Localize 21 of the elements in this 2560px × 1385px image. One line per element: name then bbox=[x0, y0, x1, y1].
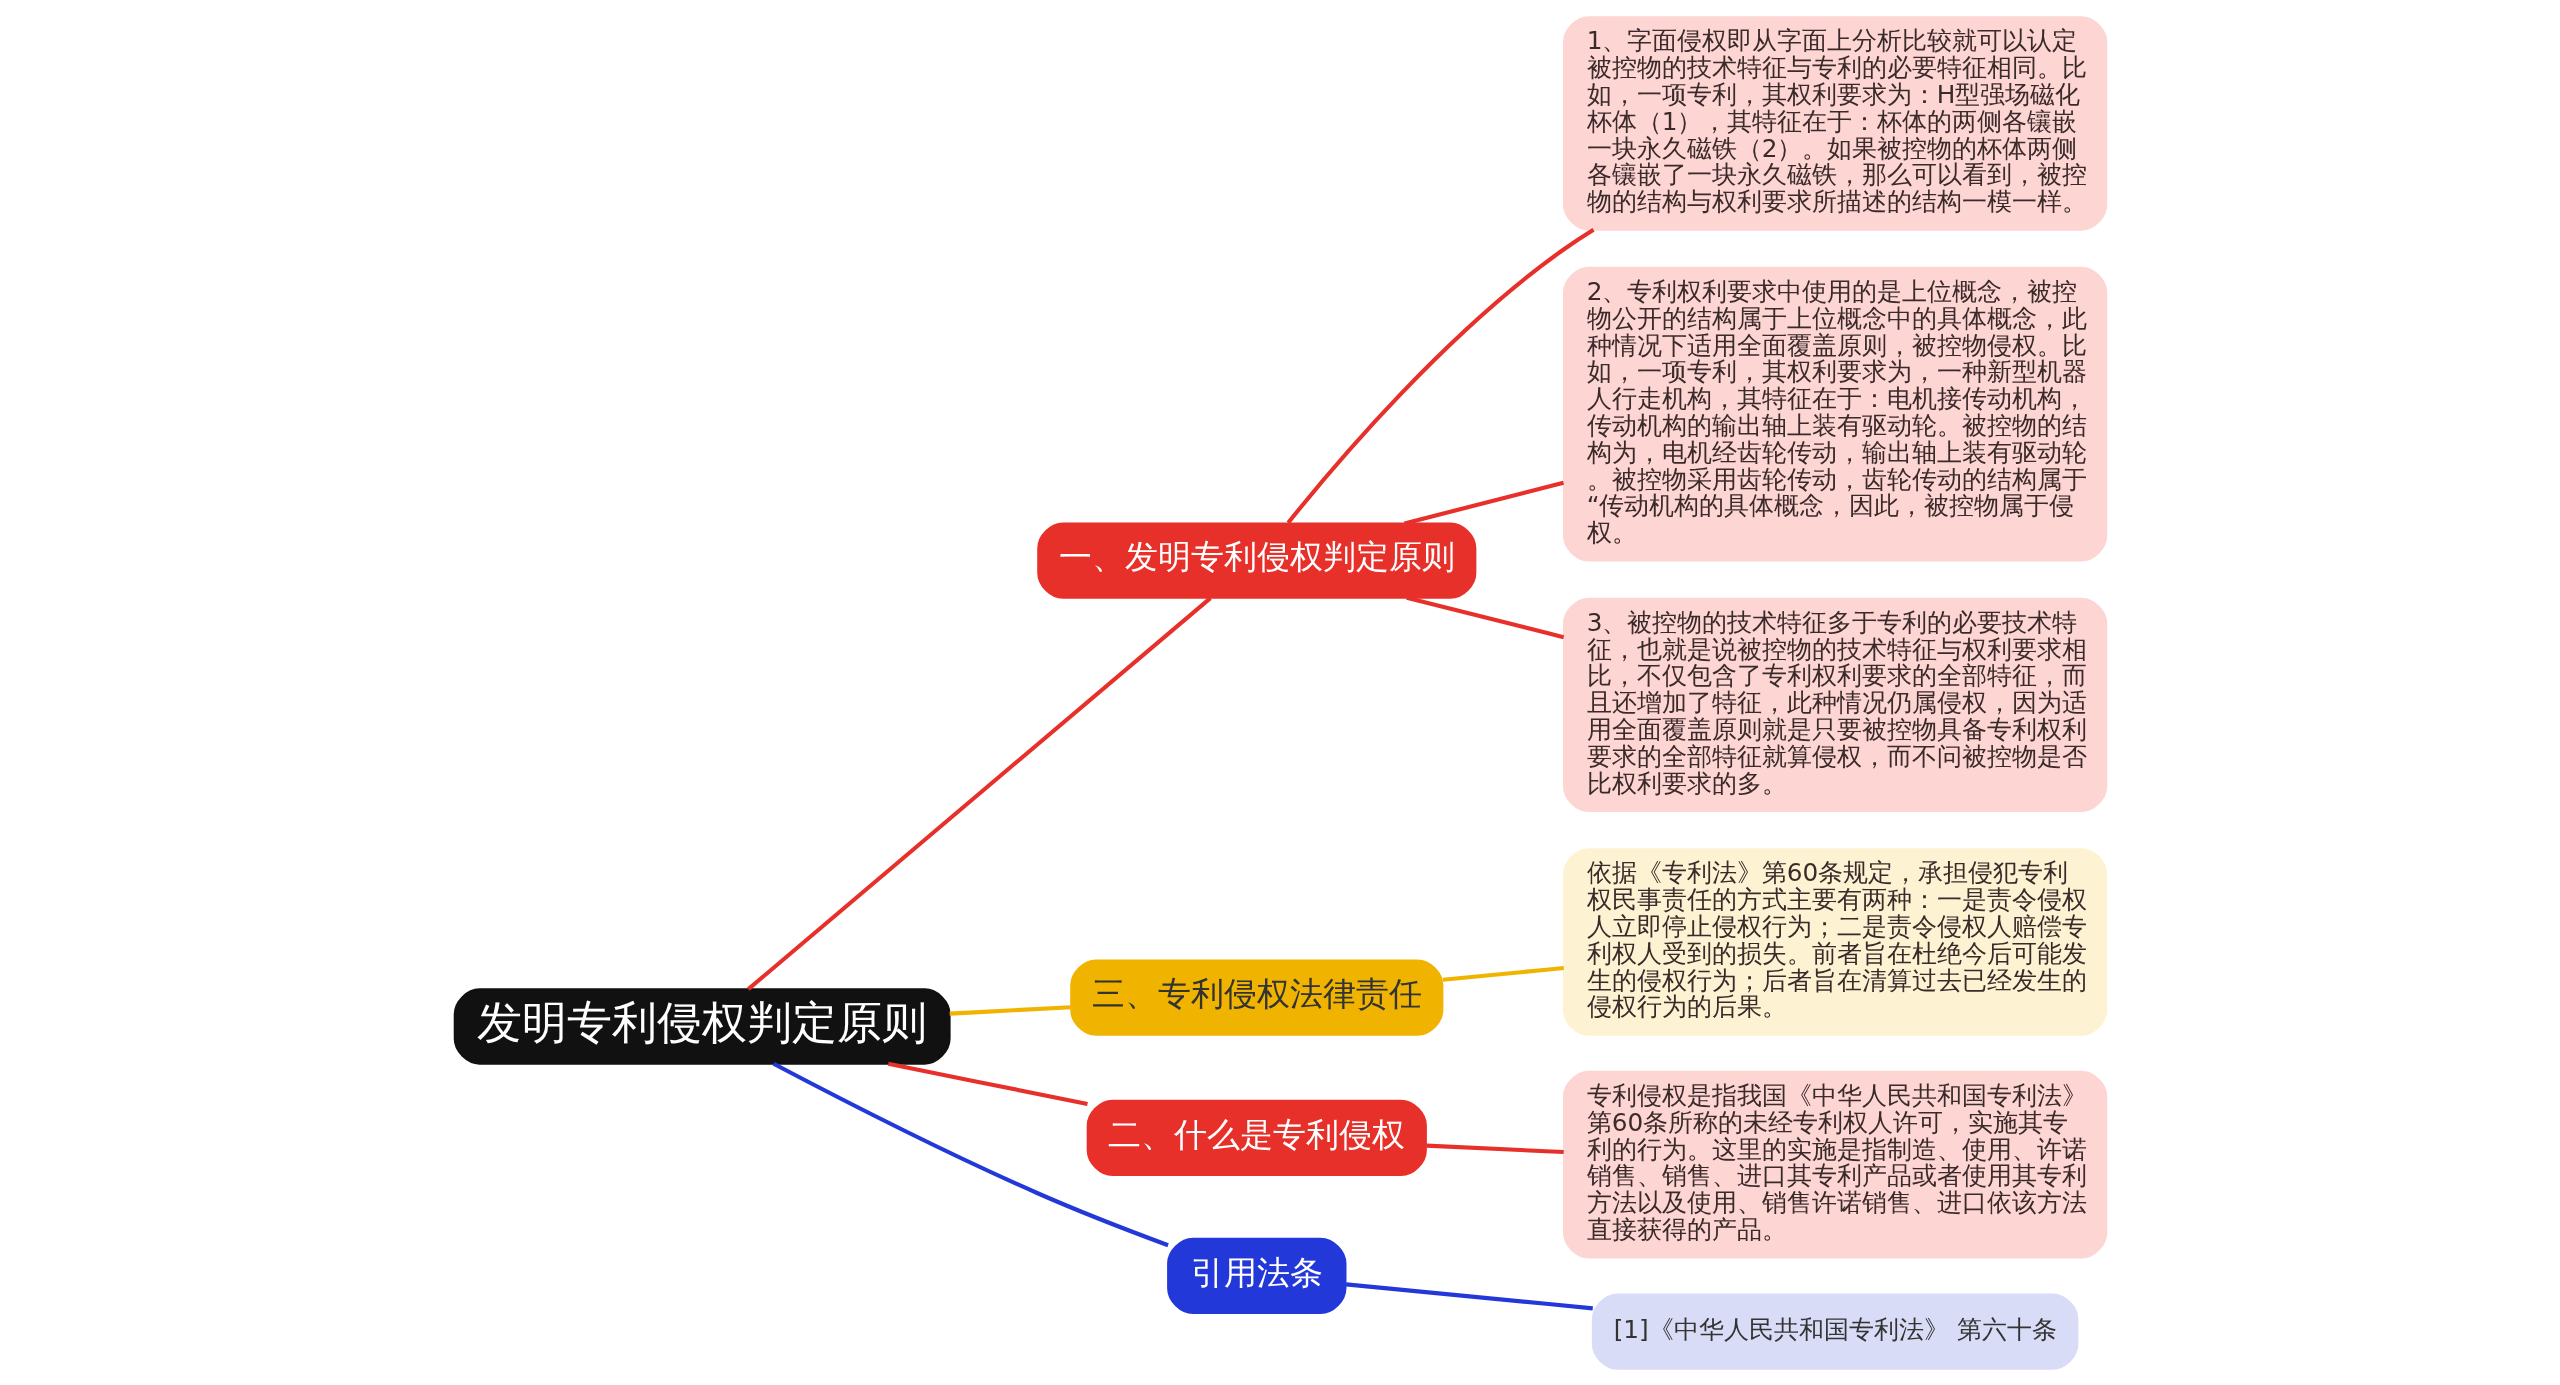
connector bbox=[1442, 965, 1564, 982]
connector bbox=[1405, 595, 1564, 639]
node-box: 3、被控物的技术特征多于专利的必要技术特征，也就是说被控物的技术特征与权利要求相比，不仅包含了专利权利要求的全部特征，而且还增加了特征，此种情况仍属侵权，因为适用全面覆盖原则就是只要被控物具备专利权利要求的全部特征就算侵权，而不问被控物是否比权利要求的多。 bbox=[1562, 597, 2107, 812]
connector bbox=[772, 1061, 1169, 1247]
node-box: 2、专利权利要求中使用的是上位概念，被控物公开的结构属于上位概念中的具体概念，此种情况下适用全面覆盖原则，被控物侵权。比如，一项专利，其权利要求为，一种新型机器人行走机构，其特征在于：电机接传动机构，传动机构的输出轴上装有驱动轮。被控物的结构为，电机经齿轮传动，输出轴上装有驱动轮。被控物采用齿轮传动，齿轮传动的结构属于“传动机构的具体概念，因此，被控物属于侵权。 bbox=[1562, 266, 2107, 562]
node-box: 一、发明专利侵权判定原则 bbox=[1036, 521, 1476, 599]
connector bbox=[1286, 227, 1595, 524]
connector bbox=[1425, 1143, 1564, 1154]
connector bbox=[1345, 1281, 1593, 1310]
node-box: 二、什么是专利侵权 bbox=[1086, 1099, 1427, 1176]
connector bbox=[949, 1004, 1071, 1016]
node-box: 引用法条 bbox=[1166, 1237, 1346, 1314]
connector bbox=[1403, 480, 1564, 525]
node-box: 发明专利侵权判定原则 bbox=[453, 987, 951, 1065]
node-box: 1、字面侵权即从字面上分析比较就可以认定被控物的技术特征与专利的必要特征相同。比如，一项专利，其权利要求为：H型强场磁化杯体（1），其特征在于：杯体的两侧各镶嵌一块永久磁铁（2）。如果被控物的杯体两侧各镶嵌了一块永久磁铁，那么可以看到，被控物的结构与权利要求所描述的结构一模一样。 bbox=[1562, 15, 2107, 231]
node-box: [1]《中华人民共和国专利法》 第六十条 bbox=[1591, 1293, 2078, 1370]
node-box: 依据《专利法》第60条规定，承担侵犯专利权民事责任的方式主要有两种：一是责令侵权人立即停止侵权行为；二是责令侵权人赔偿专利权人受到的损失。前者旨在杜绝今后可能发生的侵权行为；后者旨在清算过去已经发生的侵权行为的后果。 bbox=[1562, 847, 2107, 1036]
connector bbox=[746, 595, 1212, 991]
node-box: 三、专利侵权法律责任 bbox=[1069, 959, 1443, 1036]
node-box: 专利侵权是指我国《中华人民共和国专利法》第60条所称的未经专利权人许可，实施其专利的行为。这里的实施是指制造、使用、许诺销售、销售、进口其专利产品或者使用其专利方法以及使用、销售许诺销售、进口依该方法直接获得的产品。 bbox=[1562, 1070, 2107, 1258]
connector bbox=[887, 1061, 1088, 1106]
